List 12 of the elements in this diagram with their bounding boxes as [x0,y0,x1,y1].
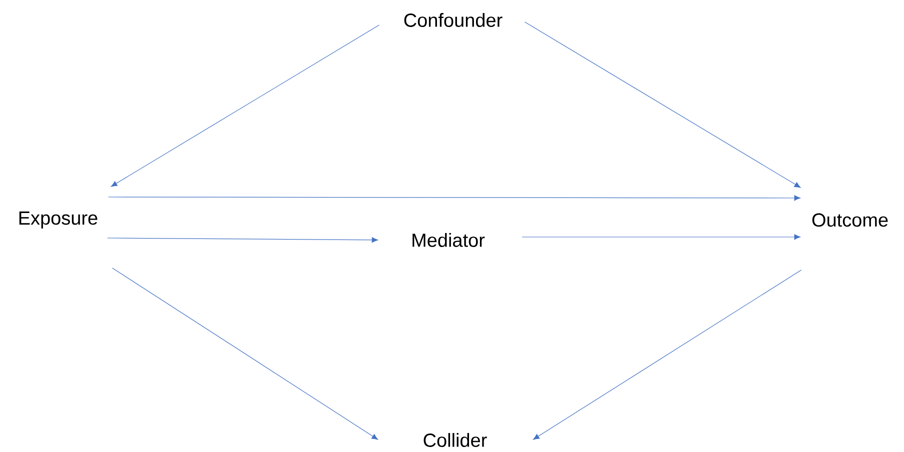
node-label: Confounder [404,13,502,27]
arrow [112,268,378,440]
arrow [108,195,800,201]
node-label: Outcome [812,213,888,227]
node-label: Exposure [19,212,98,228]
arrow [524,22,801,188]
arrow [107,237,378,243]
arrow [110,24,380,187]
node-label: Collider [424,433,487,447]
node-label: Mediator [412,233,485,247]
arrow [533,270,802,440]
arrow [522,234,800,240]
